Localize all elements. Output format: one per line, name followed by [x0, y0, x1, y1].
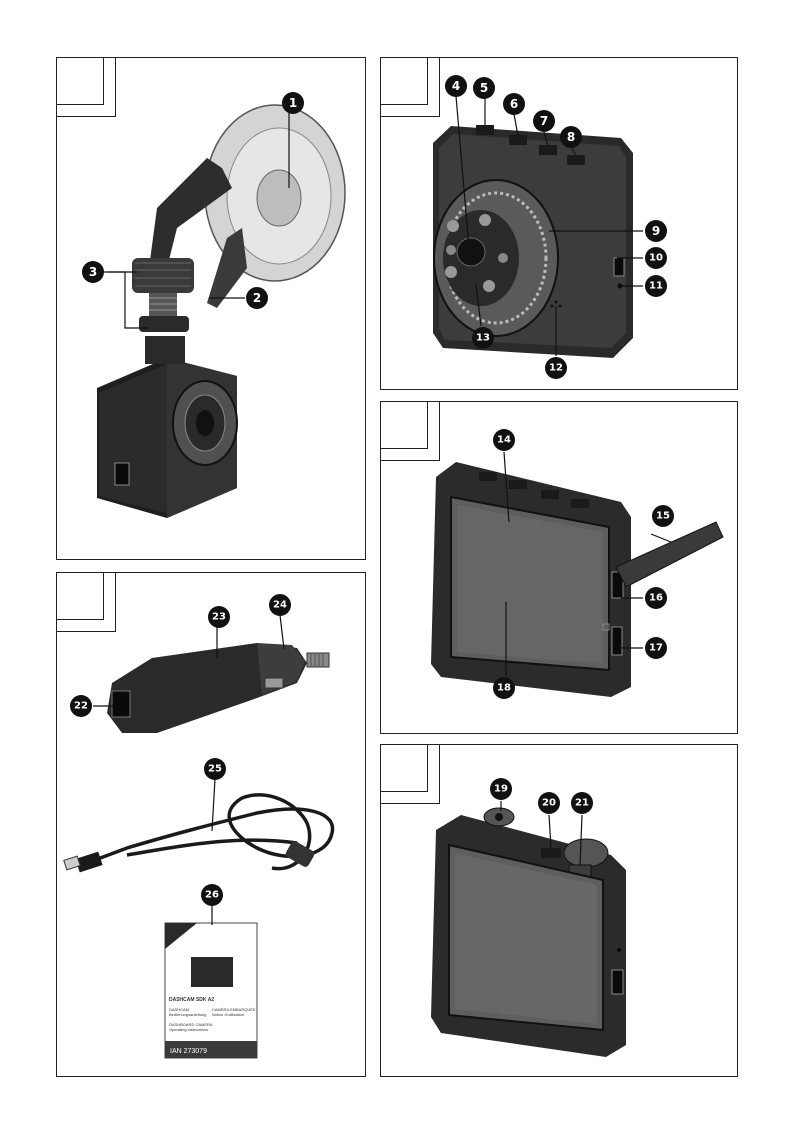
operating-manual: [165, 923, 257, 1058]
svg-text:14: 14: [497, 435, 511, 446]
svg-text:11: 11: [649, 281, 663, 292]
svg-text:21: 21: [575, 798, 589, 809]
usb-port: [614, 258, 624, 276]
front-panel: 4 5 6 7 8 9 10 11 12 13: [380, 57, 738, 390]
top-button-7: [539, 145, 557, 155]
back-panel: 14 15 16 17 18: [380, 401, 738, 734]
svg-text:Operating instructions: Operating instructions: [169, 1027, 208, 1032]
reset-hole: [617, 948, 621, 952]
power-button: [541, 848, 561, 858]
sd-card-slot: [612, 627, 622, 655]
top-button-5: [476, 125, 494, 135]
callout-24: 24: [269, 594, 291, 616]
svg-text:19: 19: [494, 784, 508, 795]
callout-18: 18: [493, 677, 515, 699]
callout-3: 3: [82, 261, 104, 283]
svg-text:22: 22: [74, 701, 88, 712]
svg-text:18: 18: [497, 683, 511, 694]
callout-6: 6: [503, 93, 525, 115]
mount-panel: 1 2 3: [56, 57, 366, 560]
svg-text:1: 1: [289, 96, 297, 110]
callout-25: 25: [204, 758, 226, 780]
callout-15: 15: [652, 505, 674, 527]
callout-7: 7: [533, 110, 555, 132]
svg-text:9: 9: [652, 224, 660, 238]
suction-lever: [207, 228, 247, 308]
svg-text:Notice d'utilisation: Notice d'utilisation: [212, 1012, 244, 1017]
callout-23: 23: [208, 606, 230, 628]
callout-13: 13: [472, 327, 494, 349]
callout-20: 20: [538, 792, 560, 814]
top-panel: 19 20 21: [380, 744, 738, 1077]
callout-9: 9: [645, 220, 667, 242]
svg-text:20: 20: [542, 798, 556, 809]
charger-usb-port: [112, 691, 130, 717]
callout-22: 22: [70, 695, 92, 717]
svg-text:25: 25: [208, 764, 222, 775]
svg-text:13: 13: [476, 333, 490, 344]
svg-text:15: 15: [656, 511, 670, 522]
svg-text:7: 7: [540, 114, 548, 128]
callout-10: 10: [645, 247, 667, 269]
svg-text:4: 4: [452, 79, 460, 93]
callout-14: 14: [493, 429, 515, 451]
manual-cover-photo: [191, 957, 233, 987]
manual-title: DASHCAM SDK A2: [169, 997, 214, 1003]
svg-text:10: 10: [649, 253, 663, 264]
callout-16: 16: [645, 587, 667, 609]
port-cover: [616, 522, 723, 587]
callout-8: 8: [560, 126, 582, 148]
callout-1: 1: [282, 92, 304, 114]
callout-5: 5: [473, 77, 495, 99]
callout-26: 26: [201, 884, 223, 906]
back-illustration: 14 15 16 17 18: [381, 402, 738, 734]
svg-text:5: 5: [480, 81, 488, 95]
usb-port: [115, 463, 129, 485]
callout-21: 21: [571, 792, 593, 814]
svg-text:24: 24: [273, 600, 287, 611]
usb-port: [612, 970, 623, 994]
svg-text:2: 2: [253, 291, 261, 305]
callout-12: 12: [545, 357, 567, 379]
callout-4: 4: [445, 75, 467, 97]
top-button-6: [509, 135, 527, 145]
top-button-8: [567, 155, 585, 165]
front-illustration: 4 5 6 7 8 9 10 11 12 13: [381, 58, 738, 390]
manual-ian: IAN 273079: [170, 1048, 207, 1055]
svg-text:12: 12: [549, 363, 563, 374]
accessories-illustration: DASHCAM SDK A2 DASHCAM Bedienungsanleitu…: [57, 573, 366, 1077]
callout-11: 11: [645, 275, 667, 297]
mount-illustration: 1 2 3: [57, 58, 366, 560]
svg-text:16: 16: [649, 593, 663, 604]
accessories-panel: DASHCAM SDK A2 DASHCAM Bedienungsanleitu…: [56, 572, 366, 1077]
svg-text:17: 17: [649, 643, 663, 654]
callout-19: 19: [490, 778, 512, 800]
svg-text:3: 3: [89, 265, 97, 279]
callout-17: 17: [645, 637, 667, 659]
lower-nut: [139, 316, 189, 332]
svg-text:23: 23: [212, 612, 226, 623]
svg-text:8: 8: [567, 130, 575, 144]
svg-text:26: 26: [205, 890, 219, 901]
lens: [457, 238, 485, 266]
svg-text:Bedienungsanleitung: Bedienungsanleitung: [169, 1012, 206, 1017]
svg-text:6: 6: [510, 97, 518, 111]
callout-2: 2: [246, 287, 268, 309]
top-illustration: 19 20 21: [381, 745, 738, 1077]
